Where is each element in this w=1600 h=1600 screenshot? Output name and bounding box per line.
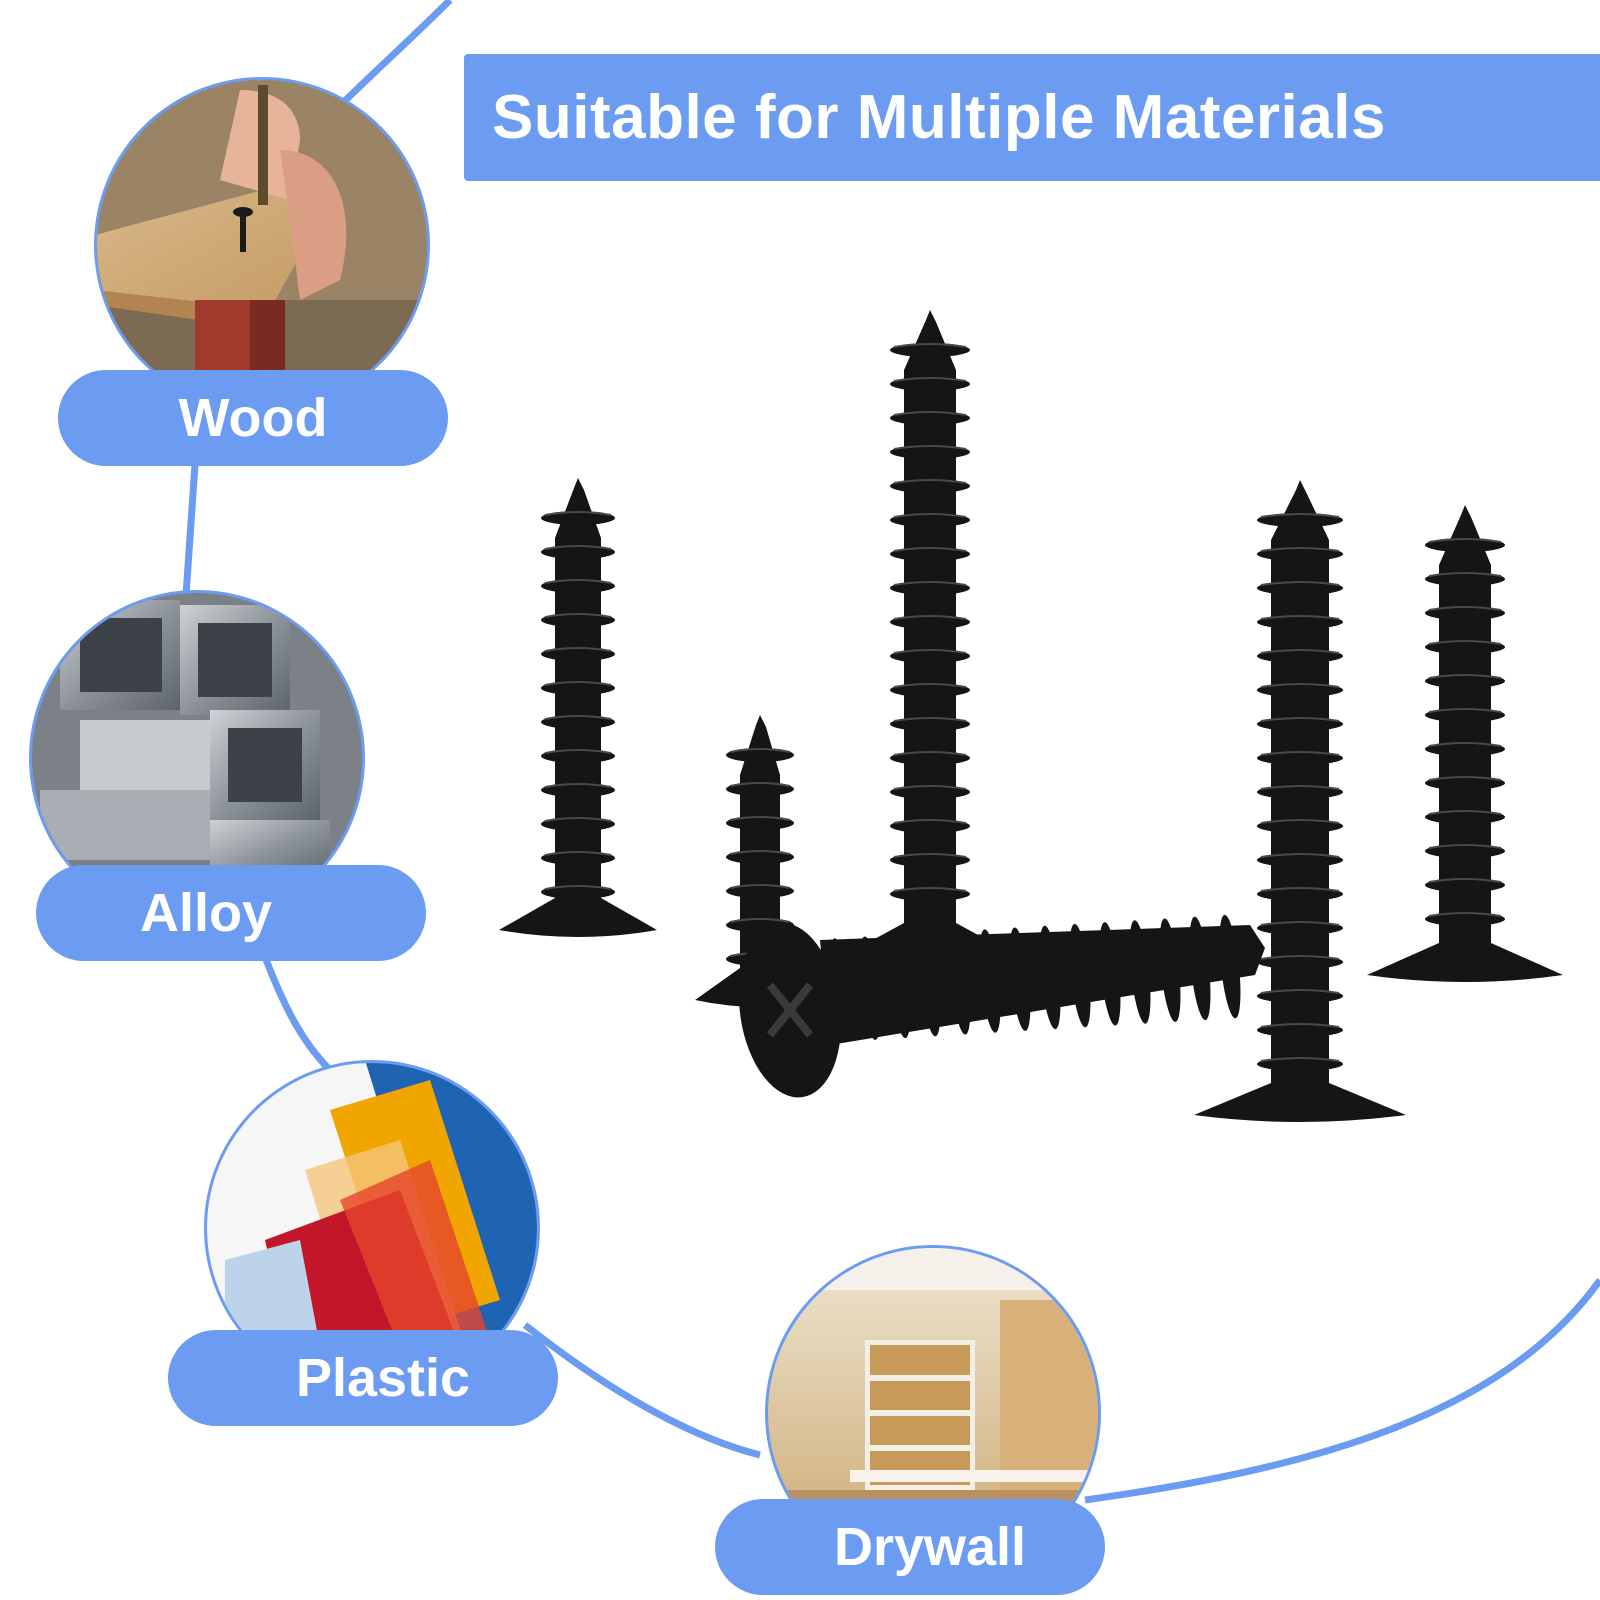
screw-horizontal xyxy=(738,914,1265,1098)
material-label-plastic: Plastic xyxy=(168,1330,558,1426)
page-title: Suitable for Multiple Materials xyxy=(492,83,1386,152)
screw-4 xyxy=(1194,480,1406,1122)
alloy-photo xyxy=(29,590,365,926)
screw-1 xyxy=(499,478,657,937)
screws-photo xyxy=(499,310,1563,1122)
material-label-drywall: Drywall xyxy=(715,1499,1105,1595)
connector-curve xyxy=(182,0,1600,1504)
material-label-alloy: Alloy xyxy=(36,865,426,961)
material-label-wood: Wood xyxy=(58,370,448,466)
screw-3 xyxy=(845,310,1015,962)
wood-photo xyxy=(94,77,430,413)
screw-5 xyxy=(1367,505,1563,982)
title-banner: Suitable for Multiple Materials xyxy=(464,54,1600,181)
